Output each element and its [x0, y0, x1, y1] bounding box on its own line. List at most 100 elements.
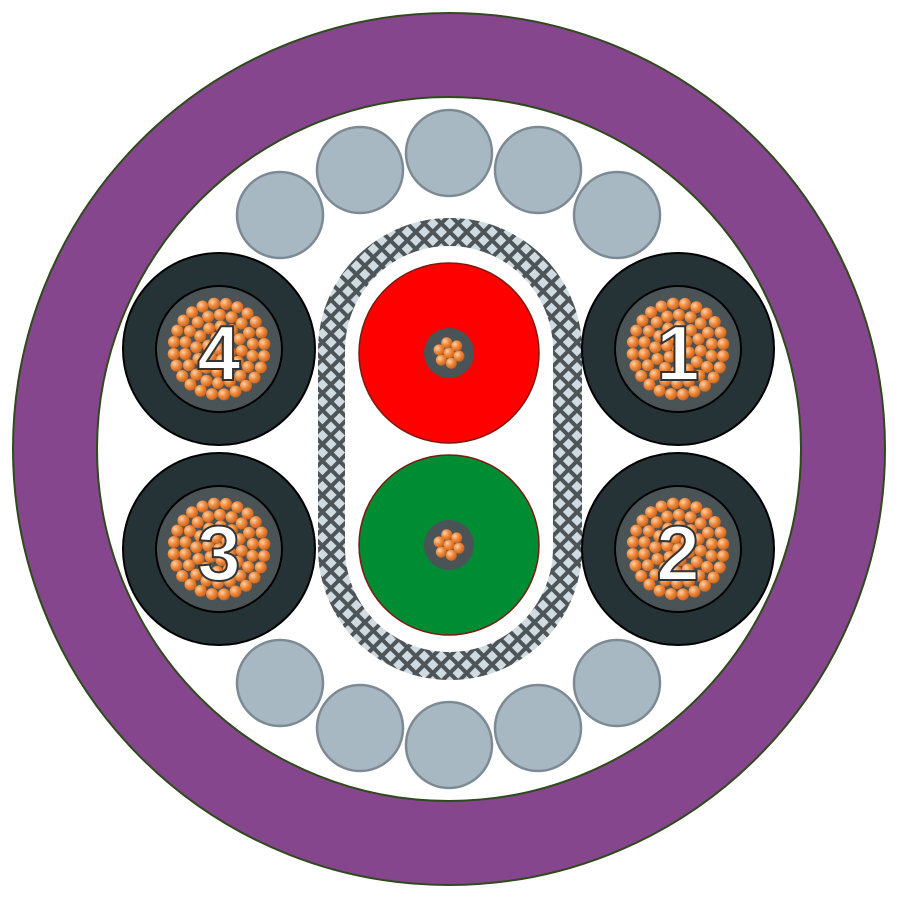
strand [692, 333, 705, 346]
strand [661, 310, 674, 323]
strand [235, 544, 248, 557]
strand [200, 361, 213, 374]
strand [673, 520, 686, 533]
filler-strand [572, 170, 662, 260]
strand [653, 384, 666, 397]
strand [705, 537, 718, 550]
strand [213, 508, 226, 521]
strand [684, 524, 697, 537]
filler-strand [315, 125, 405, 215]
filler-group [235, 108, 662, 790]
strand [208, 297, 221, 310]
strand [705, 349, 718, 362]
strand [638, 348, 651, 361]
strand [680, 535, 693, 548]
strand [453, 350, 465, 362]
strand [636, 314, 649, 327]
strand [650, 316, 663, 329]
strand [707, 371, 720, 384]
strand [690, 555, 703, 568]
strand [203, 322, 216, 335]
strand [665, 388, 678, 401]
strand [717, 338, 730, 351]
strand [231, 301, 244, 314]
strand [655, 300, 668, 313]
strand [684, 311, 697, 324]
strand [239, 379, 252, 392]
strand [445, 357, 457, 369]
strand [672, 508, 685, 521]
strand [246, 349, 259, 362]
strand [698, 379, 711, 392]
strand [673, 320, 686, 333]
strand [225, 311, 238, 324]
strand [451, 340, 463, 352]
strand [659, 374, 672, 387]
strand [626, 336, 639, 349]
strand [645, 506, 658, 519]
strand [229, 385, 242, 398]
strand [705, 337, 718, 350]
strand [678, 497, 691, 510]
strand [246, 549, 259, 562]
strand [243, 526, 256, 539]
strand [693, 569, 706, 582]
strand [258, 338, 271, 351]
strand [222, 363, 235, 376]
strand [667, 297, 680, 310]
strand [694, 517, 707, 530]
strand [183, 325, 196, 338]
strand [200, 374, 213, 387]
strand [682, 346, 695, 359]
strand [235, 344, 248, 357]
strand [435, 354, 447, 366]
strand [239, 579, 252, 592]
strand [635, 369, 648, 382]
strand [194, 584, 207, 597]
strand [246, 537, 259, 550]
strand [705, 549, 718, 562]
strand [176, 569, 189, 582]
strand [649, 541, 662, 554]
strand [670, 565, 683, 578]
strand [700, 307, 713, 320]
strand [669, 531, 682, 544]
strand [217, 588, 230, 601]
strand [672, 343, 684, 355]
strand [249, 516, 262, 529]
strand [441, 529, 453, 541]
strand [208, 497, 221, 510]
strand [682, 575, 695, 588]
strand [223, 575, 236, 588]
strand [183, 525, 196, 538]
strand [701, 360, 714, 373]
strand [196, 300, 209, 313]
strand [206, 388, 219, 401]
strand [701, 560, 714, 573]
strand [650, 516, 663, 529]
pair-core-green [358, 454, 540, 636]
strand [713, 561, 726, 574]
strand [229, 585, 242, 598]
strand [433, 344, 445, 356]
strand [190, 341, 203, 354]
strand [698, 579, 711, 592]
strand [714, 526, 727, 539]
strand [713, 361, 726, 374]
strand [194, 530, 207, 543]
strand [258, 538, 271, 551]
strand [167, 536, 180, 549]
strand [707, 571, 720, 584]
strand [642, 325, 655, 338]
filler-strand [235, 638, 325, 728]
strand [182, 559, 195, 572]
strand [215, 554, 228, 567]
strand [184, 578, 197, 591]
strand [674, 354, 687, 367]
strand [192, 352, 205, 365]
strand [669, 331, 682, 344]
strand [665, 588, 678, 601]
strand [630, 324, 643, 337]
